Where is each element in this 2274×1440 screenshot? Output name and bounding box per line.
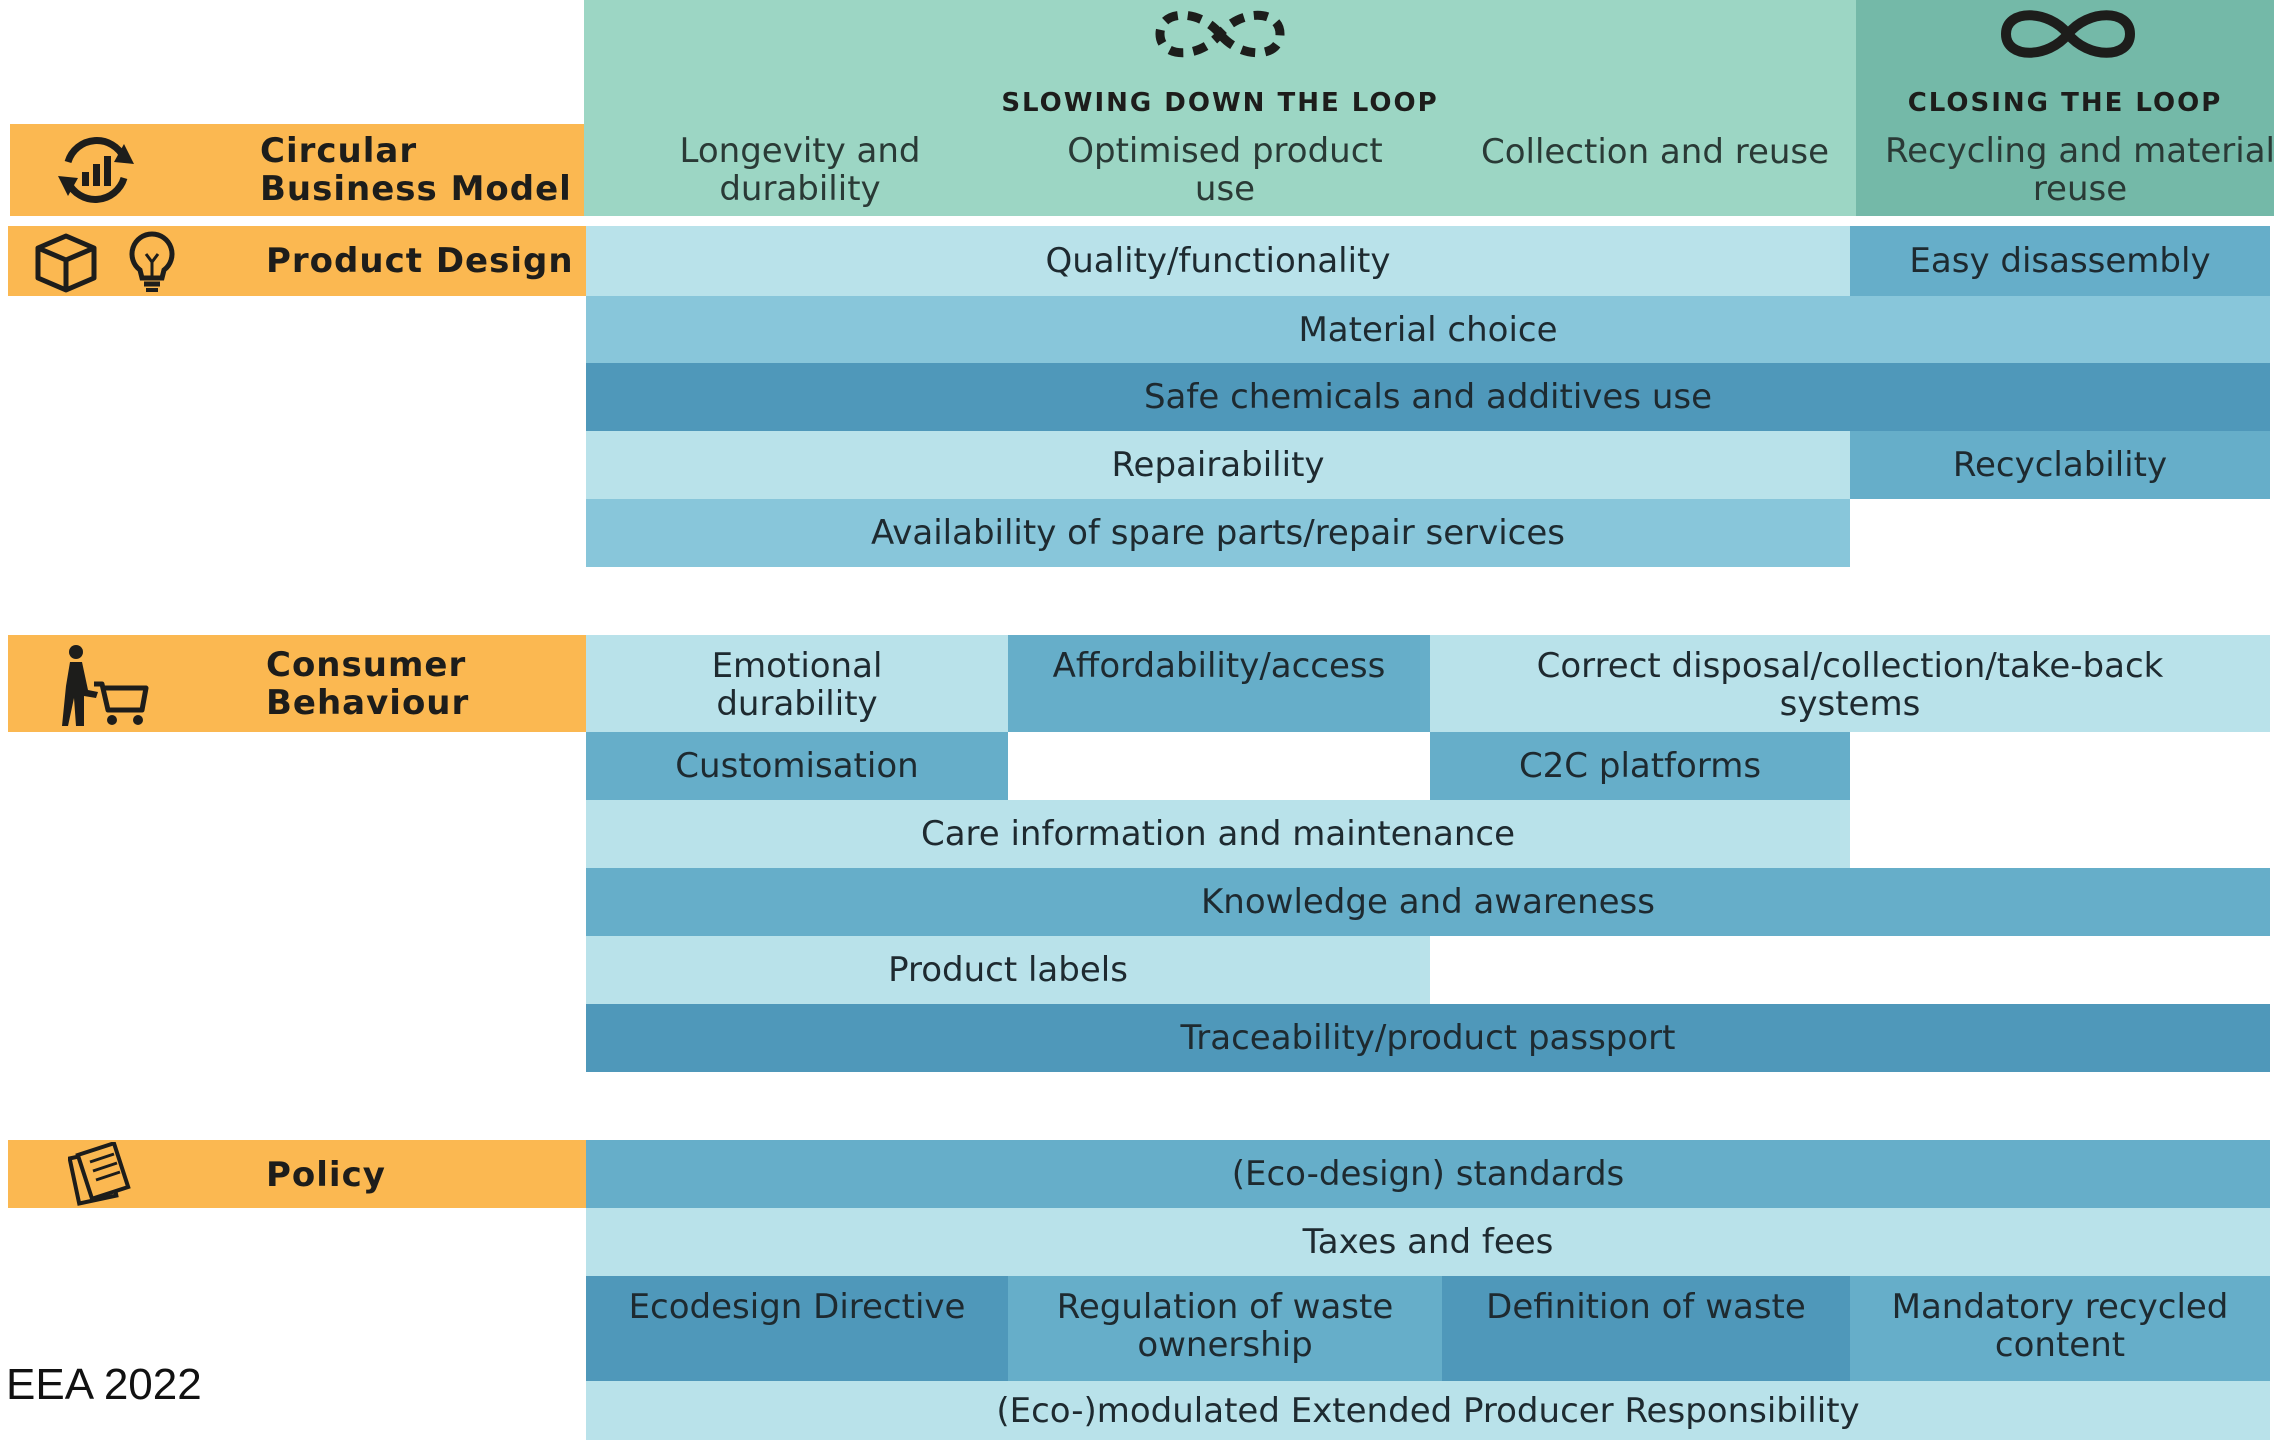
lightbulb-icon (124, 230, 180, 294)
cell-repairability: Repairability (586, 431, 1850, 499)
cell-traceability: Traceability/product passport (586, 1004, 2270, 1072)
label-consumer-behaviour: Consumer Behaviour (266, 645, 470, 723)
business-cycle-icon (48, 132, 144, 208)
cell-eco-design-standards: (Eco-design) standards (586, 1140, 2270, 1208)
cell-recycled-content: Mandatory recycled content (1850, 1276, 2270, 1381)
infinity-icon (1988, 4, 2148, 64)
cell-care-information: Care information and maintenance (586, 800, 1850, 868)
cell-modulated-epr: (Eco-)modulated Extended Producer Respon… (586, 1381, 2270, 1440)
cell-correct-disposal: Correct disposal/collection/take-back sy… (1430, 635, 2270, 732)
cell-product-labels: Product labels (586, 936, 1430, 1004)
slowing-title: SLOWING DOWN THE LOOP (1001, 88, 1439, 118)
cell-quality-functionality: Quality/functionality (586, 226, 1850, 296)
documents-icon (68, 1142, 138, 1206)
column-collection-reuse: Collection and reuse (1480, 132, 1830, 172)
cell-definition-of-waste: Definition of waste (1442, 1276, 1850, 1381)
column-longevity: Longevity and durability (679, 131, 921, 209)
column-recycling: Recycling and material reuse (1884, 131, 2274, 209)
shopper-cart-icon (50, 642, 150, 728)
column-optimised-use: Optimised product use (1067, 131, 1383, 209)
cell-ecodesign-directive: Ecodesign Directive (586, 1276, 1008, 1381)
box-icon (30, 230, 102, 294)
cell-taxes-fees: Taxes and fees (586, 1208, 2270, 1276)
cell-spare-parts: Availability of spare parts/repair servi… (586, 499, 1850, 567)
cell-customisation: Customisation (586, 732, 1008, 800)
cell-c2c-platforms: C2C platforms (1430, 732, 1850, 800)
label-policy: Policy (266, 1155, 386, 1195)
credit-text: EEA 2022 (6, 1360, 202, 1409)
cell-safe-chemicals: Safe chemicals and additives use (586, 363, 2270, 431)
label-product-design: Product Design (266, 241, 574, 281)
cell-affordability: Affordability/access (1008, 635, 1430, 732)
cell-emotional-durability: Emotional durability (586, 635, 1008, 732)
cell-knowledge-awareness: Knowledge and awareness (586, 868, 2270, 936)
loop-dashed-icon (1140, 4, 1300, 64)
cell-easy-disassembly: Easy disassembly (1850, 226, 2270, 296)
product-design-band (8, 226, 586, 296)
cell-waste-ownership: Regulation of waste ownership (1008, 1276, 1442, 1381)
closing-title: CLOSING THE LOOP (1907, 88, 2223, 118)
label-business-model: Circular Business Model (260, 131, 572, 209)
cell-material-choice: Material choice (586, 296, 2270, 363)
cell-recyclability: Recyclability (1850, 431, 2270, 499)
